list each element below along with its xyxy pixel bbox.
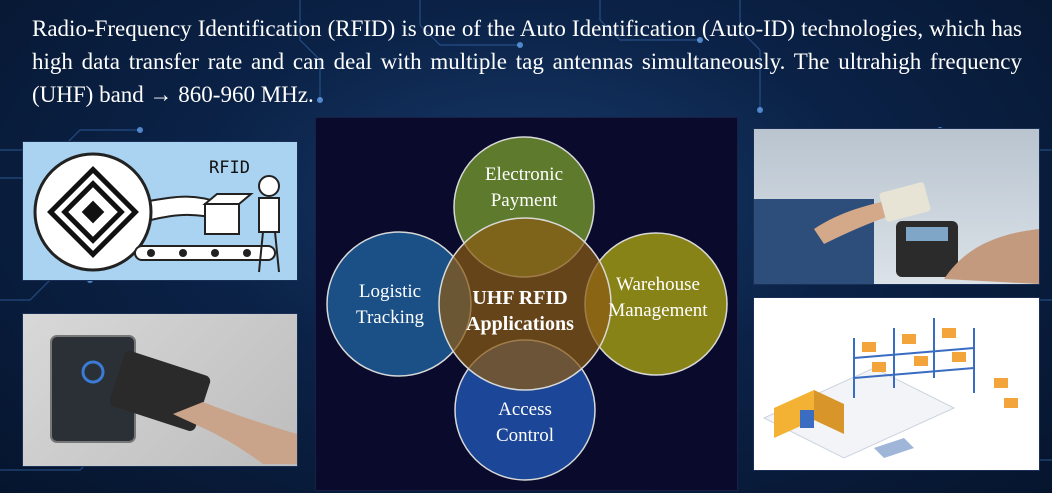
intro-text: Radio-Frequency Identification (RFID) is… <box>32 16 1022 107</box>
center-circle <box>438 217 612 391</box>
access-card-photo <box>22 313 298 467</box>
credit-card-shape <box>879 182 931 222</box>
venn-diagram <box>326 136 728 481</box>
warehouse-illustration <box>753 297 1040 471</box>
rfid-sketch-illustration <box>33 152 280 273</box>
payment-terminal-photo <box>753 128 1040 285</box>
rfid-sketch-image: RFID <box>22 141 298 281</box>
rfid-sketch-caption: RFID <box>209 158 250 178</box>
